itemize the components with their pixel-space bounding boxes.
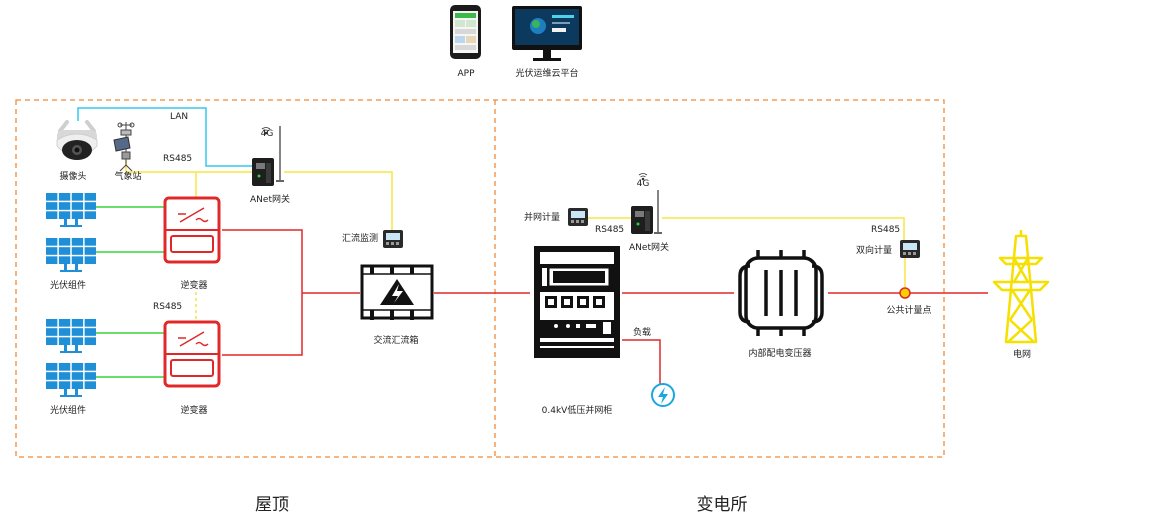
grid-meter-label: 并网计量 <box>524 213 561 223</box>
ac-combiner-box-icon <box>360 264 434 320</box>
pv-panel-icon <box>46 319 96 353</box>
pv-panel-icons <box>46 193 96 397</box>
grid-label: 电网 <box>1012 350 1032 360</box>
inverter-icon-1 <box>163 196 221 264</box>
gateway-label-rooftop: ANet网关 <box>250 195 290 205</box>
transformer-icon <box>738 250 824 336</box>
load-icon <box>651 383 675 407</box>
platform-label: 光伏运维云平台 <box>515 69 579 79</box>
public-metering-point-dot <box>899 287 911 299</box>
bidirectional-meter-label: 双向计量 <box>856 246 893 256</box>
transformer-label: 内部配电变压器 <box>748 349 812 359</box>
rooftop-section-title: 屋顶 <box>255 495 289 515</box>
meter-icon-combiner <box>383 230 403 248</box>
gateway-signal-rooftop: 4G <box>260 129 274 139</box>
lan-line <box>77 107 256 167</box>
camera-label: 摄像头 <box>59 172 87 182</box>
combiner-box-label: 交流汇流箱 <box>373 336 419 346</box>
rs485-label-top: RS485 <box>163 154 193 164</box>
weather-station-label: 气象站 <box>114 172 142 182</box>
pv-panel-icon <box>46 238 96 272</box>
monitor-icon <box>512 6 582 61</box>
cabinet-label: 0.4kV低压并网柜 <box>541 406 613 416</box>
lan-label: LAN <box>170 112 189 122</box>
outer-dashed-border <box>15 99 945 458</box>
substation-section-title: 变电所 <box>696 495 748 515</box>
inverter-label-1: 逆变器 <box>180 281 208 291</box>
anet-gateway-icon-rooftop <box>252 126 284 186</box>
load-label: 负载 <box>633 328 652 338</box>
inverter-label-2: 逆变器 <box>180 406 208 416</box>
rs485-label-right: RS485 <box>871 225 901 235</box>
phone-icon <box>450 5 481 59</box>
camera-icon <box>56 120 98 160</box>
anet-gateway-icon-substation <box>631 190 662 234</box>
rs485-lines <box>125 160 905 320</box>
rs485-label-mid: RS485 <box>153 302 183 312</box>
pv-label-2: 光伏组件 <box>49 406 87 416</box>
meter-icon-grid <box>568 208 588 226</box>
inverter-icon-2 <box>163 320 221 388</box>
public-metering-point-label: 公共计量点 <box>886 306 932 316</box>
wifi-icon-substation <box>638 173 648 181</box>
combiner-monitor-label: 汇流监测 <box>342 234 379 244</box>
gateway-signal-substation: 4G <box>636 179 650 189</box>
pv-panel-icon <box>46 193 96 227</box>
section-borders <box>15 99 945 458</box>
wifi-icon-rooftop <box>261 127 271 135</box>
rs485-label-left: RS485 <box>595 225 625 235</box>
gateway-label-substation: ANet网关 <box>629 243 669 253</box>
dc-lines <box>96 206 164 378</box>
low-voltage-cabinet-icon <box>534 246 620 358</box>
power-tower-icon <box>992 230 1050 344</box>
weather-station-icon <box>113 122 135 172</box>
pv-label-1: 光伏组件 <box>49 281 87 291</box>
pv-panel-icon <box>46 363 96 397</box>
app-label: APP <box>457 69 475 79</box>
meter-icon-bidirectional <box>900 240 920 258</box>
